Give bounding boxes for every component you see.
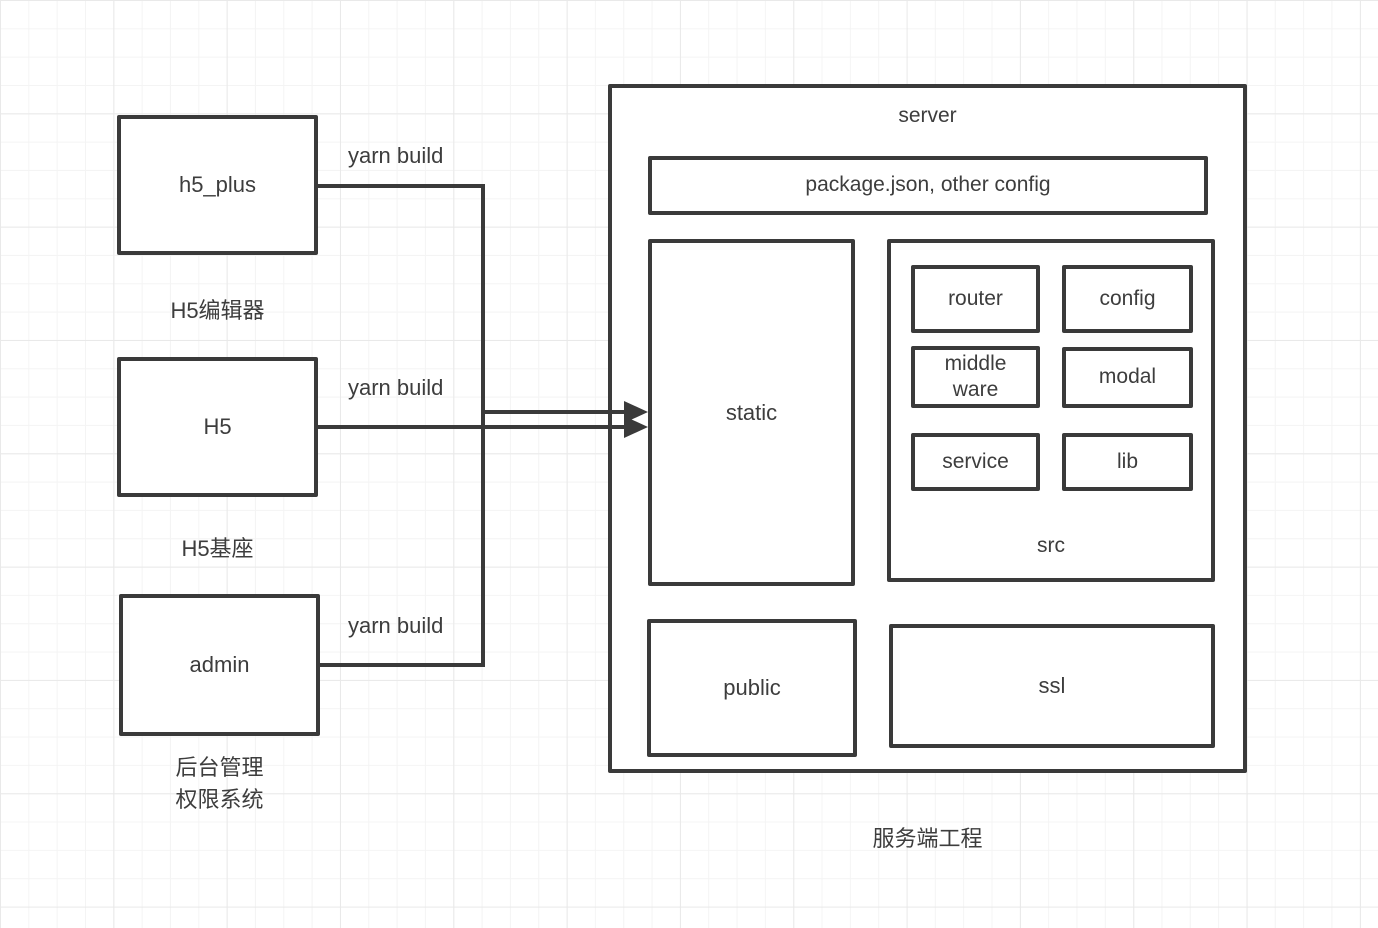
edge-label-yarn-build-2: yarn build (348, 375, 444, 400)
edge-h5plus-admin-trunk (318, 184, 485, 667)
node-ssl: ssl (889, 624, 1215, 748)
lib-label: lib (1116, 449, 1138, 473)
edge-label-yarn-build-1: yarn build (348, 143, 444, 168)
node-h5-plus-label: h5_plus (178, 172, 257, 198)
node-lib: lib (1062, 433, 1193, 491)
public-label: public (723, 675, 781, 701)
node-h5: H5 (117, 357, 318, 497)
caption-h5-editor: H5编辑器 (170, 298, 265, 323)
node-public: public (647, 619, 857, 757)
service-label: service (942, 449, 1009, 473)
config-label: config (1099, 286, 1156, 310)
edge-label-yarn-build-3: yarn build (348, 613, 444, 638)
node-modal: modal (1062, 347, 1193, 408)
ssl-label: ssl (1038, 673, 1066, 699)
node-admin: admin (119, 594, 320, 736)
node-config: config (1062, 265, 1193, 333)
static-label: static (725, 399, 778, 425)
router-label: router (948, 286, 1003, 310)
caption-h5-base: H5基座 (181, 536, 254, 561)
node-middleware: middle ware (911, 346, 1040, 408)
node-router: router (911, 265, 1040, 333)
node-package-config: package.json, other config (648, 156, 1208, 215)
package-config-label: package.json, other config (805, 173, 1051, 197)
src-label: src (1037, 534, 1065, 557)
caption-server-project: 服务端工程 (872, 826, 983, 851)
server-title: server (898, 104, 957, 127)
middleware-label: middle ware (944, 351, 1007, 401)
modal-label: modal (1098, 365, 1157, 389)
node-service: service (911, 433, 1040, 491)
caption-admin-system: 后台管理 权限系统 (175, 755, 264, 812)
node-static: static (648, 239, 855, 586)
node-h5-plus: h5_plus (117, 115, 318, 255)
node-admin-label: admin (189, 652, 250, 678)
node-h5-label: H5 (203, 414, 232, 440)
